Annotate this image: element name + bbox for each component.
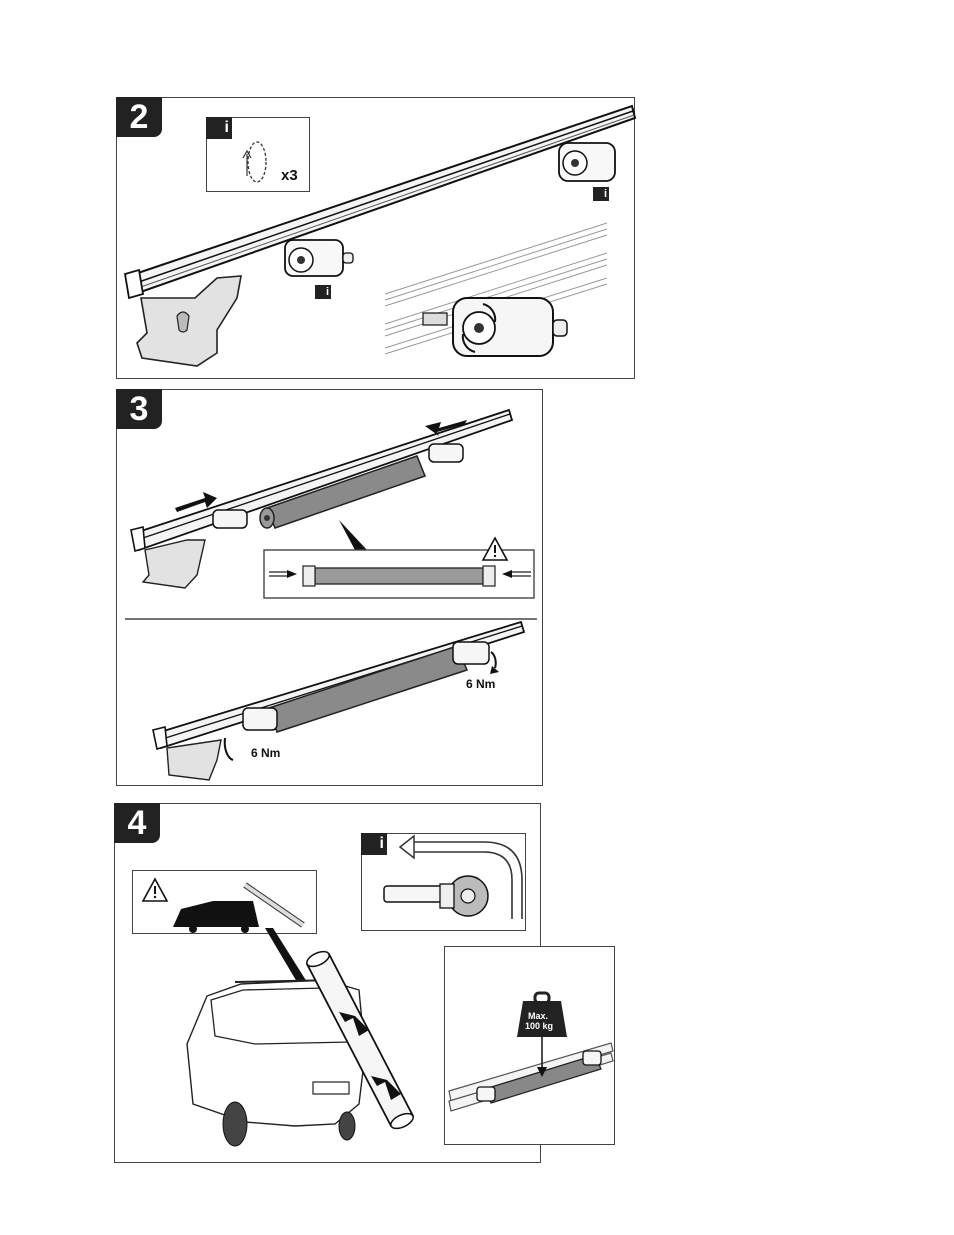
step-2-panel: 2 i x3 [116,97,635,379]
info-icon: i [593,187,609,201]
step-3-panel: 3 [116,389,543,786]
roof-bar-illustration [117,98,636,380]
torque-label-right: 6 Nm [466,677,495,691]
max-weight-label-line2: 100 kg [525,1021,553,1031]
max-load-illustration [445,947,616,1146]
load-tube-mounting-illustration [117,390,544,787]
torque-label-left: 6 Nm [251,746,280,760]
info-icon: i [315,285,331,299]
warning-triangle-icon [483,538,507,560]
max-load-panel: Max. 100 kg [444,946,615,1145]
max-weight-label-line1: Max. [528,1011,548,1021]
